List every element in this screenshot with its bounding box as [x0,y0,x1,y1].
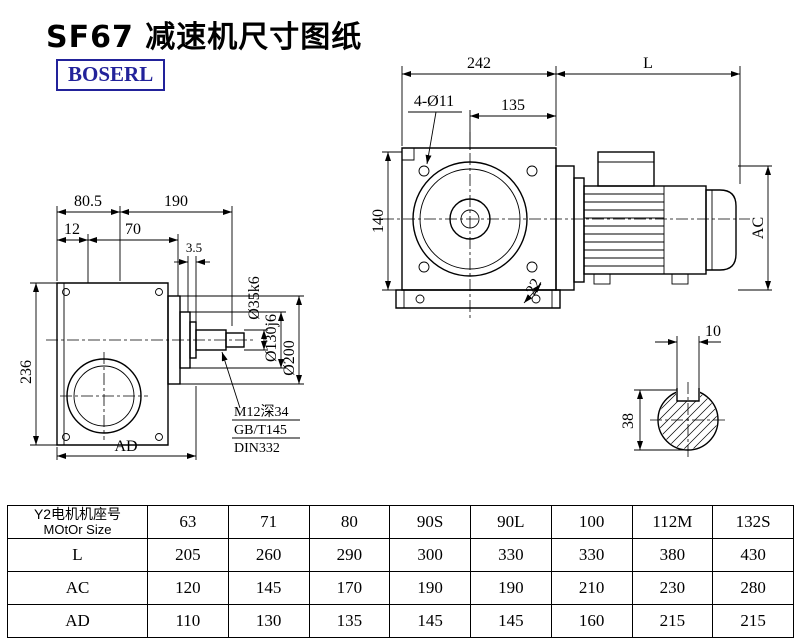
terminal-box [597,151,655,187]
note-m12-label: M12深34 [234,404,288,420]
dim-10-label: 10 [705,323,721,340]
size-cell: 80 [308,505,391,539]
dim-236-label: 236 [18,360,35,384]
gearbox-side-outline [56,282,169,446]
row-label-AC: AC [7,571,148,605]
mounting-foot [395,289,561,309]
motor-size-label-en: MOtOr Size [43,521,112,537]
row-label-L: L [7,538,148,572]
tapped-hole-note: M12深34 GB/T145 DIN332 [221,351,300,456]
motor-size-label-cn: Y2电机机座号 [33,506,122,523]
brand-logo: BOSERL [56,59,166,91]
value-cell: 210 [550,571,633,605]
dim-3-5: 3.5 [174,240,210,330]
dim-dia130-label: Ø130j6 [263,314,280,362]
dim-70-label: 70 [125,221,141,238]
table-row-AC: AC 120 145 170 190 190 210 230 280 [7,571,794,605]
dim-135-label: 135 [501,97,525,114]
motor-size-header-cell: Y2电机机座号 MOtOr Size [7,505,148,539]
motor-flange [555,165,575,291]
dim-boltholes-135: 4-Ø11 135 [408,93,556,165]
dim-dia35-label: Ø35k6 [246,276,263,320]
table-row-sizes: Y2电机机座号 MOtOr Size 63 71 80 90S 90L 100 … [7,505,794,539]
technical-drawing: 80.5 190 12 70 3.5 236 AD [18,55,772,460]
dim-L-label: L [643,55,653,72]
value-cell: 130 [227,604,310,638]
shaft-section-view: 10 38 [620,323,726,458]
dim-80-5-label: 80.5 [74,193,102,210]
bolt-holes-label: 4-Ø11 [414,93,454,110]
dim-3-5-label: 3.5 [186,240,202,255]
dim-top-lengths: 80.5 190 [56,193,233,326]
side-view: 80.5 190 12 70 3.5 236 AD [18,193,304,460]
dim-242-L: 242 L [401,55,741,184]
motor-fins [584,186,665,274]
value-cell: 330 [470,538,552,572]
size-cell: 90L [470,505,552,539]
dim-AD-label: AD [114,438,137,455]
value-cell: 190 [470,571,552,605]
dim-dia-130: Ø130j6 [190,311,286,369]
page-title: SF67 减速机尺寸图纸 [46,20,363,55]
value-cell: 430 [712,538,794,572]
value-cell: 145 [389,604,471,638]
value-cell: 215 [631,604,714,638]
size-cell: 90S [389,505,471,539]
value-cell: 110 [147,604,229,638]
dim-AD: AD [56,386,197,460]
note-gbt145-label: GB/T145 [234,423,287,438]
value-cell: 215 [712,604,794,638]
table-row-AD: AD 110 130 135 145 145 160 215 215 [7,604,794,638]
motor: AC [555,151,772,291]
value-cell: 170 [308,571,391,605]
value-cell: 300 [389,538,471,572]
value-cell: 380 [631,538,714,572]
dim-22-label: 22 [523,276,546,298]
value-cell: 260 [227,538,310,572]
dim-22: 22 [523,276,546,304]
dim-dia-200: Ø200 [180,295,304,385]
note-din332-label: DIN332 [234,441,280,456]
dim-140-label: 140 [370,209,387,233]
value-cell: 145 [470,604,552,638]
size-cell: 63 [147,505,229,539]
dim-dia-35: Ø35k6 [244,276,268,351]
dim-AC-label: AC [750,217,767,239]
size-cell: 132S [712,505,794,539]
dim-AC: AC [738,165,772,291]
dim-38: 38 [620,389,688,451]
dim-10: 10 [655,323,721,388]
dim-190-label: 190 [164,193,188,210]
table-row-L: L 205 260 290 300 330 330 380 430 [7,538,794,572]
size-cell: 71 [227,505,310,539]
dim-12-label: 12 [64,221,80,238]
value-cell: 120 [147,571,229,605]
keyway-slot [676,388,700,402]
value-cell: 290 [308,538,391,572]
dim-236: 236 [18,282,57,446]
dim-140: 140 [370,151,402,291]
motor-end-cap [705,189,737,271]
dim-dia200-label: Ø200 [281,340,298,376]
value-cell: 135 [308,604,391,638]
value-cell: 190 [389,571,471,605]
value-cell: 145 [227,571,310,605]
size-cell: 112M [631,505,714,539]
motor-body [583,185,707,275]
value-cell: 205 [147,538,229,572]
value-cell: 230 [631,571,714,605]
dim-shaft-lengths: 12 70 [57,221,179,296]
dim-38-label: 38 [620,413,637,429]
value-cell: 280 [712,571,794,605]
value-cell: 160 [550,604,633,638]
row-label-AD: AD [7,604,148,638]
dim-242-label: 242 [467,55,491,72]
size-cell: 100 [550,505,633,539]
value-cell: 330 [550,538,633,572]
motor-size-table: Y2电机机座号 MOtOr Size 63 71 80 90S 90L 100 … [7,505,794,638]
